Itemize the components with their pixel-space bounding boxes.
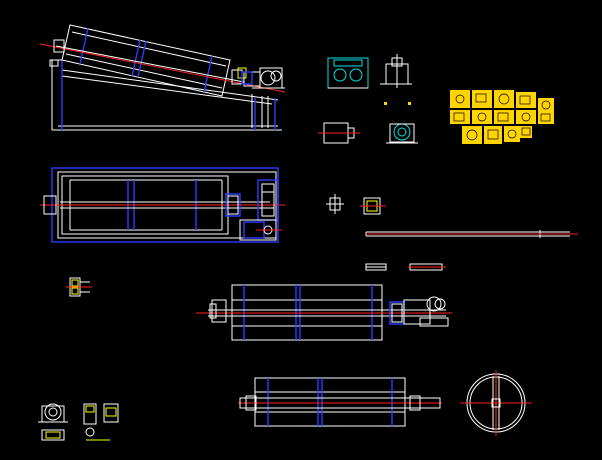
inclined-drum-elevation-view [39, 24, 286, 131]
long-shaft-detail [365, 230, 578, 238]
drum-plan-view [40, 167, 285, 243]
drum-end-view [460, 370, 532, 436]
yellow-dots [384, 102, 411, 105]
flange-detail [83, 403, 119, 441]
bearing-detail [360, 197, 386, 215]
drum-bottom-view [238, 377, 442, 427]
drum-side-elevation-view [196, 284, 452, 341]
key-details [365, 263, 446, 271]
motor-end-view [386, 123, 418, 144]
parts-detail-sheet-cluster [450, 90, 554, 144]
gearbox-side-view [380, 54, 412, 88]
gearbox-front-view [327, 57, 369, 89]
pillow-block-detail [38, 403, 68, 441]
coupling-detail [326, 194, 344, 214]
motor-top-view [318, 122, 360, 144]
small-part-detail [66, 277, 92, 297]
